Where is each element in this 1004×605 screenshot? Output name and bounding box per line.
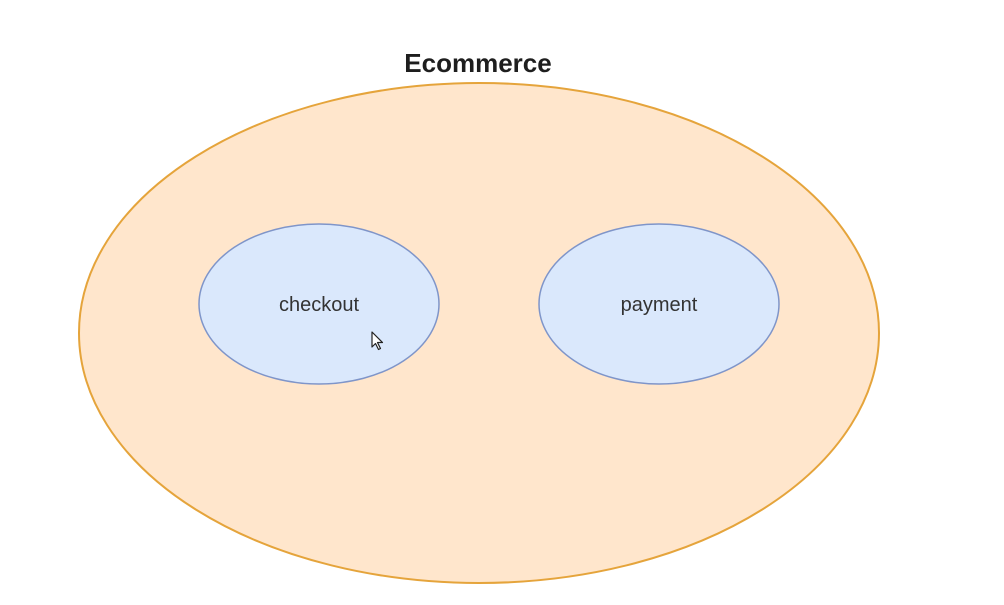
payment-label: payment [621,294,698,316]
checkout-ellipse[interactable] [198,223,440,385]
diagram-title: Ecommerce [404,48,551,78]
checkout-node[interactable]: checkout [198,223,440,385]
payment-node[interactable]: payment [538,223,780,385]
checkout-label: checkout [279,294,359,316]
ecommerce-container-ellipse[interactable] [78,82,880,584]
mouse-pointer-icon [371,331,384,351]
payment-ellipse[interactable] [538,223,780,385]
